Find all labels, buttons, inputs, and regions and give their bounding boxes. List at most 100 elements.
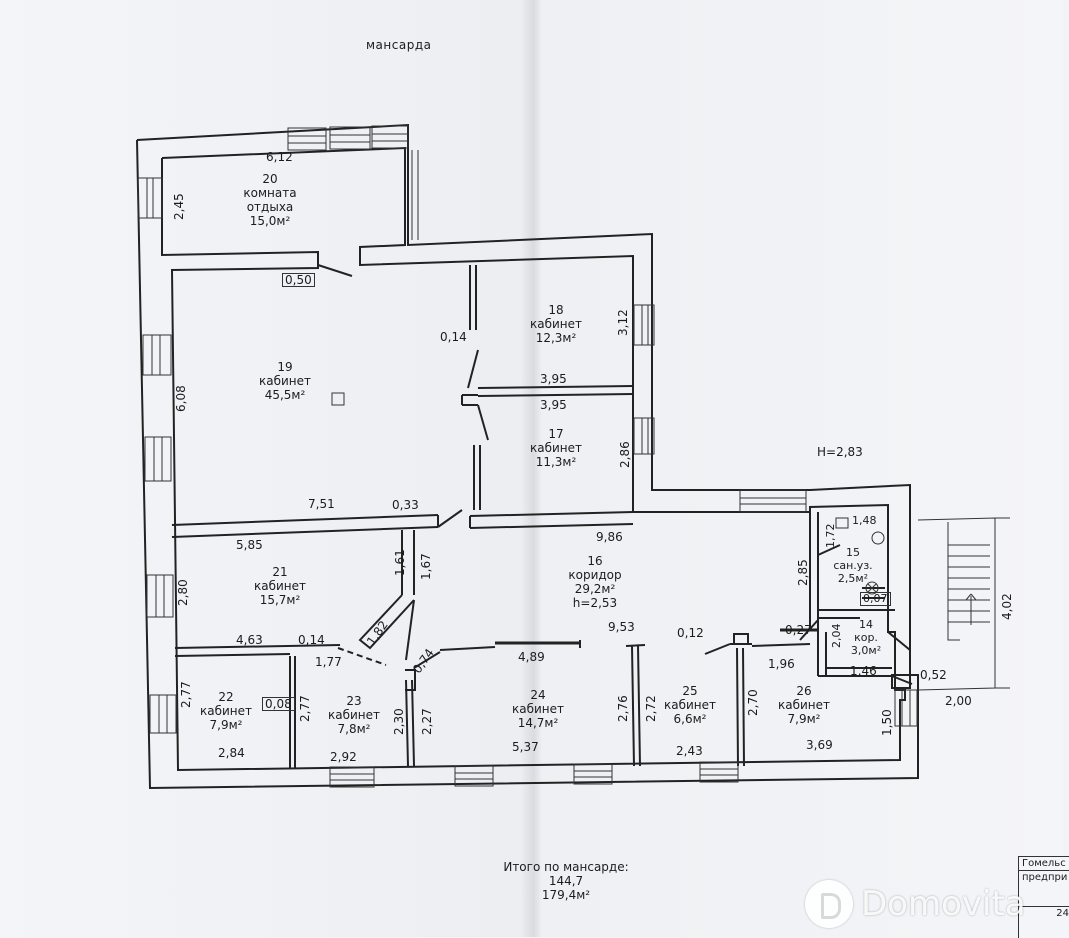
dimension-label: 0,14 <box>440 330 467 344</box>
room-26-number: 26 <box>796 684 812 698</box>
dimension-label: 4,63 <box>236 633 263 647</box>
room-20-label: 20 комната отдыха 15,0м² <box>243 172 296 228</box>
room-15-area: 2,5м² <box>837 572 869 585</box>
room-16-label: 16 коридор 29,2м² h=2,53 <box>568 554 621 610</box>
dimension-label: 4,02 <box>1000 593 1014 620</box>
room-24-name: кабинет <box>511 702 565 716</box>
watermark: Domovita <box>805 880 1026 928</box>
room-21-area: 15,7м² <box>259 593 301 607</box>
room-21-name: кабинет <box>253 579 307 593</box>
dimension-label: 6,12 <box>266 150 293 164</box>
room-25-number: 25 <box>682 684 698 698</box>
room-20-area: 15,0м² <box>249 214 291 228</box>
height-label: Н=2,83 <box>817 445 863 459</box>
dimension-label: 3,69 <box>806 738 833 752</box>
dimension-label: 0,08 <box>262 697 295 711</box>
dimension-label: 2,27 <box>420 708 434 735</box>
room-16-height: h=2,53 <box>572 596 618 610</box>
room-14-area: 3,0м² <box>850 644 882 657</box>
dimension-label: 5,85 <box>236 538 263 552</box>
dimension-label: 5,37 <box>512 740 539 754</box>
dimension-label: 9,53 <box>608 620 635 634</box>
room-22-name: кабинет <box>199 704 253 718</box>
room-24-area: 14,7м² <box>517 716 559 730</box>
dimension-label: 2,86 <box>618 441 632 468</box>
dimension-label: 2,72 <box>644 695 658 722</box>
outer-wall-inner <box>161 146 906 772</box>
room-23-label: 23 кабинет 7,8м² <box>328 694 380 736</box>
dimension-label: 0,12 <box>677 626 704 640</box>
dimension-label: 6,08 <box>174 385 188 412</box>
dimension-label: 2,30 <box>392 708 406 735</box>
room-18-name: кабинет <box>529 317 583 331</box>
dimension-label: 0,27 <box>785 623 812 637</box>
dimension-label: 2,77 <box>179 681 193 708</box>
dimension-label: 7,51 <box>308 497 335 511</box>
room-15-name: сан.уз. <box>833 559 873 572</box>
room-24-label: 24 кабинет 14,7м² <box>512 688 564 730</box>
room-26-label: 26 кабинет 7,9м² <box>778 684 830 726</box>
room-14-label: 14 кор. 3,0м² <box>851 618 881 657</box>
room-17-area: 11,3м² <box>535 455 577 469</box>
room-24-number: 24 <box>530 688 546 702</box>
room-21-number: 21 <box>272 565 288 579</box>
stamp-line-2: предпри <box>1019 870 1069 884</box>
room-23-area: 7,8м² <box>337 722 371 736</box>
dimension-label: 4,89 <box>518 650 545 664</box>
room-20-name-2: отдыха <box>246 200 294 214</box>
room-15-label: 15 сан.уз. 2,5м² <box>833 546 872 585</box>
dimension-label: 2,84 <box>218 746 245 760</box>
dimension-label: 2,92 <box>330 750 357 764</box>
room-25-label: 25 кабинет 6,6м² <box>664 684 716 726</box>
dimension-label: 2,76 <box>616 695 630 722</box>
dimension-label: 0,07 <box>860 592 891 606</box>
room-19-name: кабинет <box>258 374 312 388</box>
dimension-label: 9,86 <box>596 530 623 544</box>
totals-block: Итого по мансарде: 144,7 179,4м² <box>503 860 628 902</box>
stamp-line-1: Гомельс <box>1022 858 1066 869</box>
dimension-label: 0,14 <box>298 633 325 647</box>
room-25-area: 6,6м² <box>673 712 707 726</box>
dimension-label: 1,46 <box>850 664 877 678</box>
dimension-label: 1,77 <box>315 655 342 669</box>
outer-wall <box>136 123 919 790</box>
room-22-area: 7,9м² <box>209 718 243 732</box>
dimension-label: 1,72 <box>824 523 837 549</box>
dimension-label: 2,43 <box>676 744 703 758</box>
room-26-area: 7,9м² <box>787 712 821 726</box>
room-20-name-1: комната <box>243 186 297 200</box>
room-19-number: 19 <box>277 360 293 374</box>
dimension-label: 1,67 <box>419 553 433 580</box>
room-21-label: 21 кабинет 15,7м² <box>254 565 306 607</box>
room-26-name: кабинет <box>777 698 831 712</box>
room-17-name: кабинет <box>529 441 583 455</box>
title-block-stamp: Гомельс предпри 24 <box>1018 856 1069 938</box>
totals-value-2: 179,4м² <box>541 888 591 902</box>
dimension-label: 2,77 <box>298 695 312 722</box>
dimension-label: 2,04 <box>830 623 843 649</box>
dimension-label: 2,80 <box>176 579 190 606</box>
stamp-line-3: 24 <box>1019 906 1069 920</box>
room-16-name: коридор <box>568 568 622 582</box>
dimension-label: 1,61 <box>393 549 407 576</box>
watermark-logo-icon <box>805 880 853 928</box>
dimension-label: 2,70 <box>746 689 760 716</box>
dimension-label: 2,45 <box>172 193 186 220</box>
totals-value-1: 144,7 <box>548 874 584 888</box>
room-22-number: 22 <box>218 690 234 704</box>
room-16-number: 16 <box>587 554 603 568</box>
dimension-label: 2,85 <box>796 559 810 586</box>
dimension-label: 3,95 <box>540 398 567 412</box>
dimension-label: 1,48 <box>852 514 877 527</box>
dimension-label: 3,95 <box>540 372 567 386</box>
room-23-name: кабинет <box>327 708 381 722</box>
room-23-number: 23 <box>346 694 362 708</box>
dimension-label: 2,00 <box>945 694 972 708</box>
dimension-label: 0,50 <box>282 273 315 287</box>
dimension-label: 0,52 <box>920 668 947 682</box>
room-18-number: 18 <box>548 303 564 317</box>
room-14-name: кор. <box>854 631 878 644</box>
room-18-area: 12,3м² <box>535 331 577 345</box>
